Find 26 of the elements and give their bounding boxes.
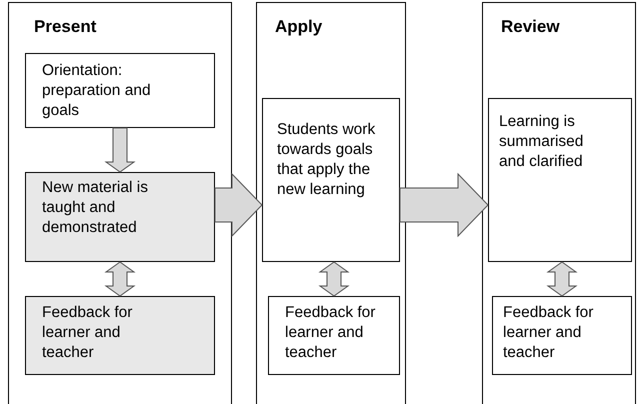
process-box bbox=[262, 98, 400, 262]
box-text: Feedback for learner and teacher bbox=[503, 303, 594, 363]
box-text: Students work towards goals that apply the new learning bbox=[277, 120, 376, 200]
stage-panel bbox=[256, 2, 406, 404]
stage-panel bbox=[482, 2, 636, 404]
box-text: Feedback for learner and teacher bbox=[42, 303, 134, 363]
process-box bbox=[25, 172, 215, 262]
box-text: New material is taught and demonstrated bbox=[42, 178, 149, 238]
block-arrow bbox=[104, 261, 136, 297]
block-arrow bbox=[104, 128, 136, 173]
box-text: Learning is summarised and clarified bbox=[499, 112, 584, 172]
box-text: Feedback for learner and teacher bbox=[285, 303, 376, 363]
process-box bbox=[492, 296, 632, 375]
block-arrow bbox=[214, 172, 263, 238]
process-box bbox=[25, 53, 215, 128]
process-box bbox=[488, 98, 632, 262]
stage-heading: Review bbox=[501, 17, 561, 37]
block-arrow bbox=[318, 261, 350, 297]
process-box bbox=[25, 296, 215, 375]
block-arrow bbox=[546, 261, 578, 297]
stage-heading: Present bbox=[34, 17, 98, 37]
box-text: Orientation: preparation and goals bbox=[42, 61, 152, 121]
process-box bbox=[268, 296, 400, 375]
stage-panel bbox=[8, 2, 232, 404]
block-arrow bbox=[400, 172, 489, 238]
stage-heading: Apply bbox=[275, 17, 324, 37]
